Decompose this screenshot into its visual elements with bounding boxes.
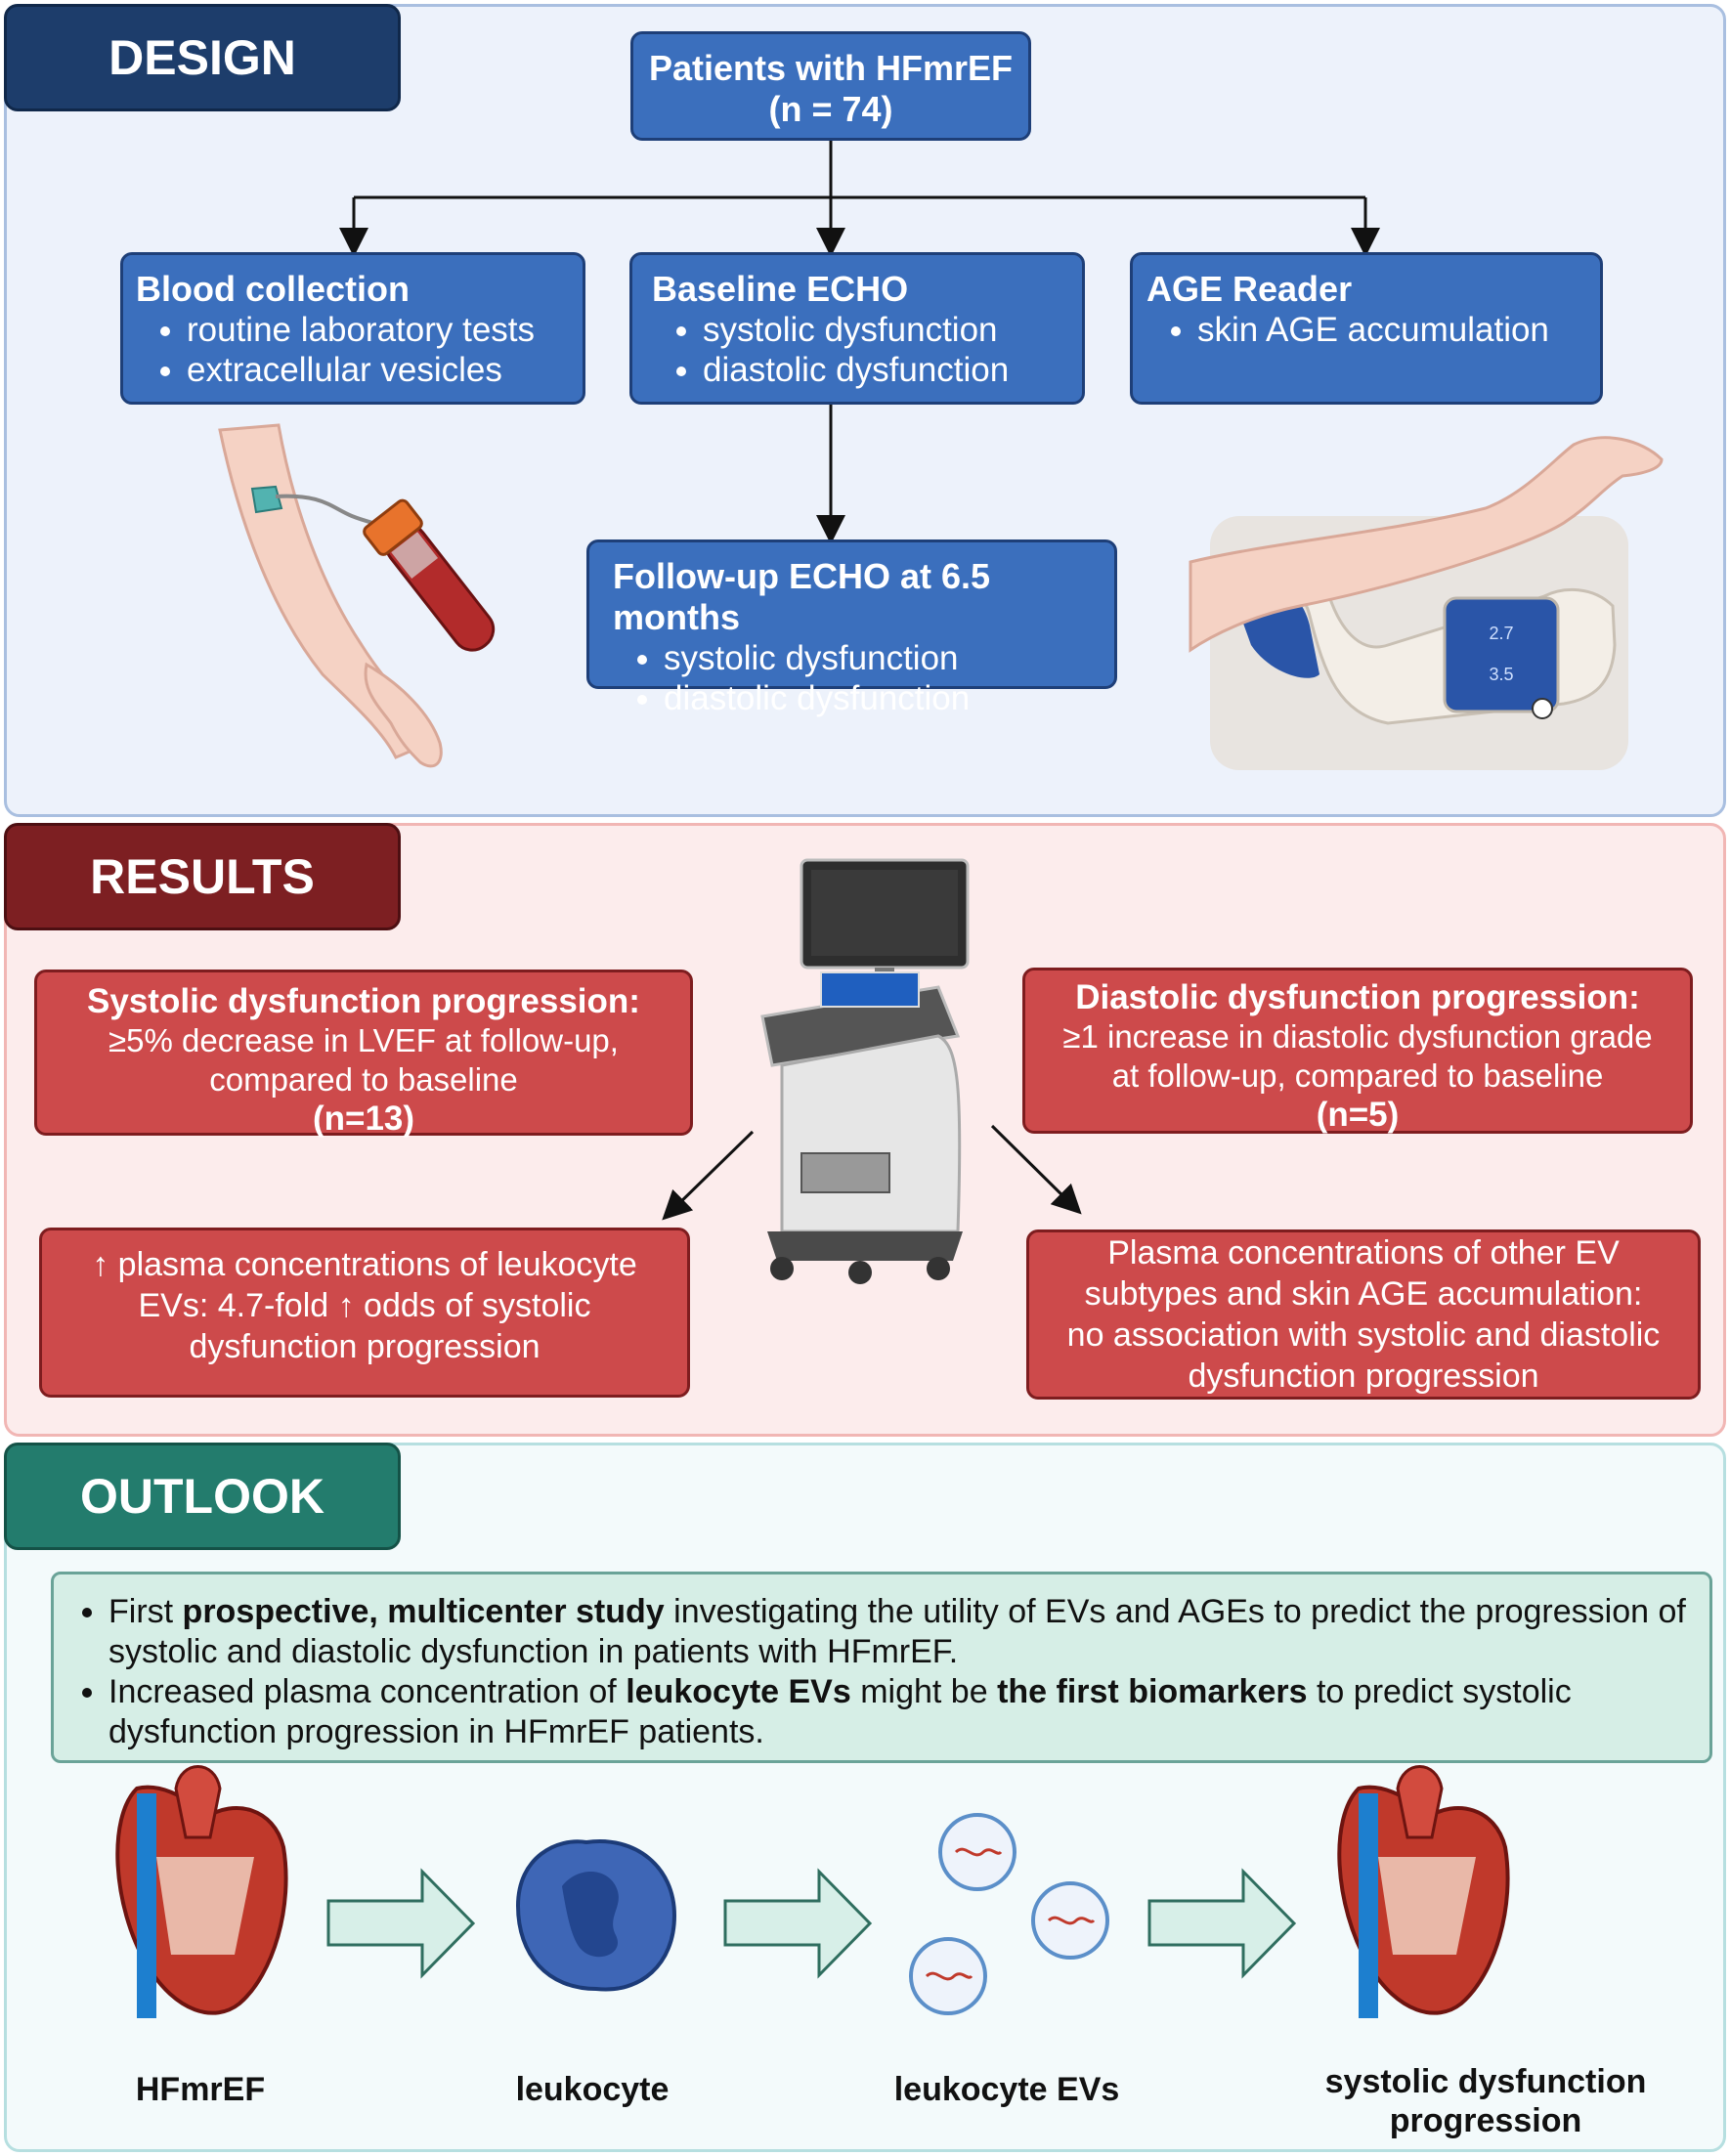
flow-label-leukocyte-evs: leukocyte EVs [893, 2071, 1120, 2108]
outlook-bullet-2: Increased plasma concentration of leukoc… [108, 1672, 1690, 1752]
diastolic-progression-box: Diastolic dysfunction progression: ≥1 in… [1022, 968, 1693, 1134]
flow-label-hfmref: HFmrEF [135, 2071, 266, 2108]
blood-collection-box: Blood collection routine laboratory test… [120, 252, 585, 405]
baseline-echo-box: Baseline ECHO systolic dysfunction diast… [629, 252, 1085, 405]
results-tab: RESULTS [4, 823, 401, 930]
outlook-tab: OUTLOOK [4, 1443, 401, 1550]
power-icon [1532, 698, 1553, 719]
leukocyte-icon [515, 1839, 677, 1992]
age-reader-box: AGE Reader skin AGE accumulation [1130, 252, 1603, 405]
flow-label-leukocyte: leukocyte [515, 2071, 670, 2108]
flow-arrow-2 [723, 1868, 873, 1979]
heart-icon [115, 1765, 288, 2018]
heart-icon [1337, 1765, 1510, 2018]
design-tab: DESIGN [4, 4, 401, 111]
device-value-1: 2.7 [1489, 624, 1513, 643]
outlook-summary-box: First prospective, multicenter study inv… [51, 1572, 1712, 1763]
device-value-2: 3.5 [1489, 665, 1513, 684]
patients-box: Patients with HFmrEF (n = 74) [630, 31, 1031, 141]
leukocyte-finding-box: ↑ plasma concentrations of leukocyte EVs… [39, 1228, 690, 1398]
extracellular-vesicle-icon [909, 1813, 1109, 2015]
other-finding-box: Plasma concentrations of other EV subtyp… [1026, 1229, 1701, 1400]
followup-echo-box: Follow-up ECHO at 6.5 months systolic dy… [586, 539, 1117, 717]
outlook-bullet-1: First prospective, multicenter study inv… [108, 1592, 1690, 1672]
flow-arrow-3 [1147, 1868, 1297, 1979]
systolic-progression-box: Systolic dysfunction progression: ≥5% de… [34, 970, 693, 1138]
flow-arrow-1 [326, 1868, 476, 1979]
flow-label-systolic-progression: systolic dysfunction progression [1324, 2063, 1647, 2139]
